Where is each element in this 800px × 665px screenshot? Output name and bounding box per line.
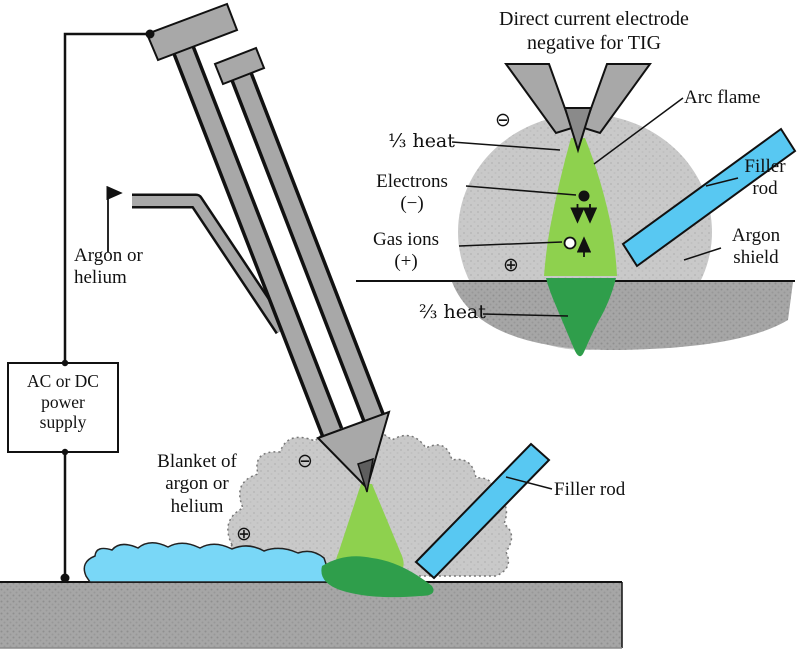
inset-title: Direct current electrode negative for TI… xyxy=(499,8,689,54)
heat-top-pointer-line xyxy=(451,141,561,151)
torch-top-cap xyxy=(145,2,239,62)
filler-rod-pointer-line xyxy=(505,476,553,490)
filler-rod-left xyxy=(414,442,551,580)
heat-bottom-label: ⅔ heat xyxy=(419,301,486,323)
argon-shield-pointer-line xyxy=(683,247,722,261)
arc-flame-pointer-line xyxy=(593,97,684,165)
filler-rod-label-inset: Filler rod xyxy=(744,156,786,200)
workpiece-left xyxy=(0,581,623,649)
filler-rod-label-main: Filler rod xyxy=(554,479,626,500)
label-pointer-lines xyxy=(451,97,739,317)
welding-torch xyxy=(145,2,391,493)
arc-flame-shape-left xyxy=(335,484,404,576)
electrode-nozzle-inset xyxy=(504,63,652,154)
arc-flame-shape-inset xyxy=(544,138,617,276)
filler-rod-inset xyxy=(621,127,797,268)
workpiece-inset xyxy=(452,282,793,350)
workpiece-terminal-dot xyxy=(60,573,70,583)
electrons-pointer-line xyxy=(465,185,577,196)
molten-weld-bead-left xyxy=(321,556,434,598)
charge-carriers xyxy=(563,190,598,257)
circled-plus-icon: ⊕ xyxy=(236,523,252,545)
heat-top-label: ⅓ heat xyxy=(388,130,455,152)
power-supply-circuit xyxy=(7,29,155,583)
supply-terminal-dot xyxy=(61,359,69,367)
weld-pool xyxy=(83,542,334,583)
circled-plus-icon: ⊕ xyxy=(503,254,519,276)
gas-inlet-tube xyxy=(132,193,289,335)
tungsten-electrode-inset xyxy=(563,107,593,154)
argon-shield-label: Argon shield xyxy=(731,225,781,269)
supply-terminal-dot xyxy=(61,448,69,456)
electrons-label: Electrons (−) xyxy=(376,171,448,215)
torch-terminal-dot xyxy=(145,29,155,39)
wire-top xyxy=(63,32,150,363)
gas-flow-arrow xyxy=(106,185,123,252)
gas-ions-label: Gas ions (+) xyxy=(373,229,439,273)
heat-bottom-pointer-line xyxy=(482,313,569,317)
weld-penetration-inset xyxy=(546,278,616,357)
electron-dot-icon xyxy=(578,190,590,202)
gas-ions-pointer-line xyxy=(458,241,563,247)
arc-flame-label: Arc flame xyxy=(684,87,761,108)
torch-second-cap xyxy=(213,46,266,86)
blanket-label: Blanket of argon or helium xyxy=(157,451,237,517)
power-supply-label: AC or DC power supply xyxy=(27,371,99,433)
circled-minus-icon: ⊖ xyxy=(297,450,313,472)
filler-rod-inset-pointer-line xyxy=(705,177,739,187)
circled-minus-icon: ⊖ xyxy=(495,109,511,131)
gas-label: Argon or helium xyxy=(74,245,143,289)
gas-ion-circle-icon xyxy=(563,236,577,250)
tungsten-electrode-tip xyxy=(357,457,374,493)
